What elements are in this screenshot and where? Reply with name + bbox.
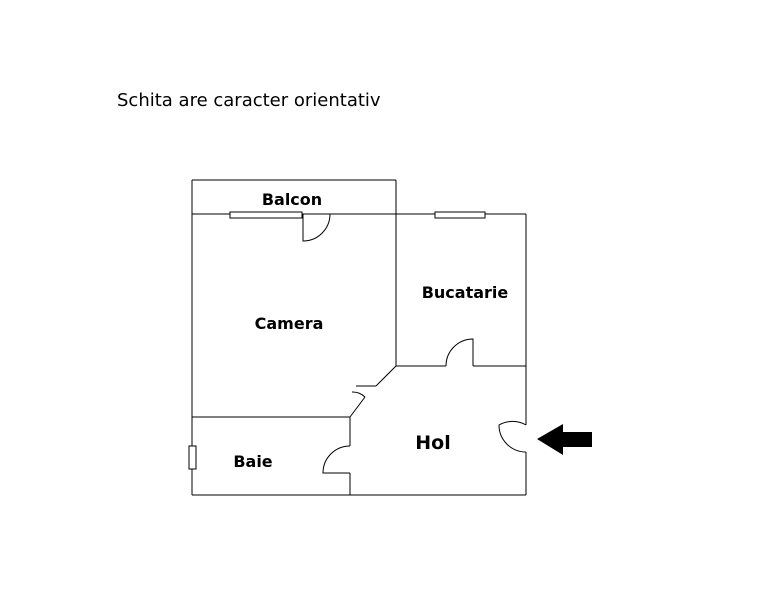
- door-balcon: [302, 213, 331, 242]
- room-label-camera: Camera: [255, 314, 324, 333]
- balcon-outline: [191, 179, 397, 214]
- window-bucatarie: [434, 211, 486, 219]
- room-label-balcon: Balcon: [262, 190, 322, 209]
- plan-disclaimer: Schita are caracter orientativ: [117, 90, 381, 111]
- window-baie: [188, 445, 197, 470]
- door-camera: [351, 385, 376, 398]
- arrow-left-icon: [537, 424, 592, 455]
- door-baie: [322, 445, 351, 474]
- room-label-hol: Hol: [415, 432, 450, 454]
- door-entrance: [498, 420, 527, 453]
- window-camera: [229, 211, 303, 219]
- room-label-bucatarie: Bucatarie: [422, 283, 509, 302]
- door-bucatarie: [445, 338, 474, 367]
- room-label-baie: Baie: [233, 452, 272, 471]
- interior-walls: [192, 214, 526, 495]
